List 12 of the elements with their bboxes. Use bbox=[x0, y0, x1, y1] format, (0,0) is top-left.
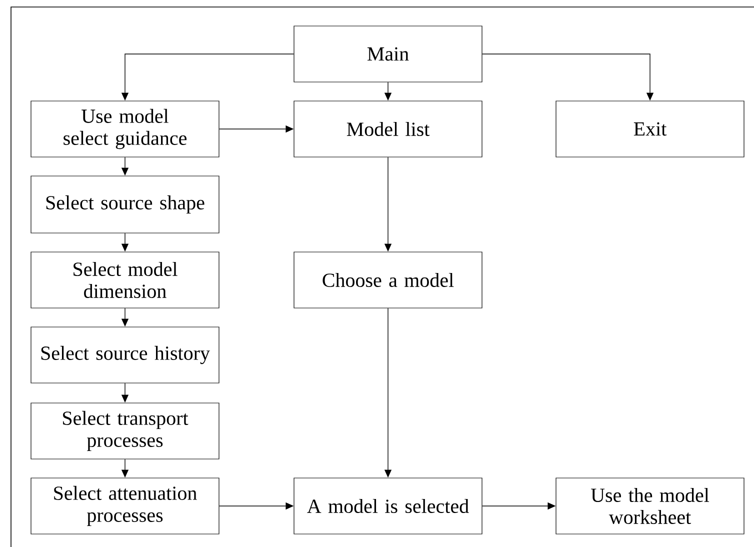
process-box: Select model dimension bbox=[30, 252, 220, 308]
process-box: Exit bbox=[556, 100, 744, 158]
process-box: Use model select guidance bbox=[30, 100, 220, 158]
process-box: Select attenuation processes bbox=[30, 478, 220, 534]
process-box: Model list bbox=[294, 100, 482, 158]
process-box: Select transport processes bbox=[30, 402, 220, 460]
process-box: A model is selected bbox=[294, 478, 482, 534]
process-box: Select source history bbox=[30, 326, 220, 384]
process-box: Use the model worksheet bbox=[556, 478, 744, 534]
process-box: Main bbox=[294, 26, 482, 82]
process-box: Choose a model bbox=[294, 252, 482, 308]
process-box: Select source shape bbox=[30, 176, 220, 234]
